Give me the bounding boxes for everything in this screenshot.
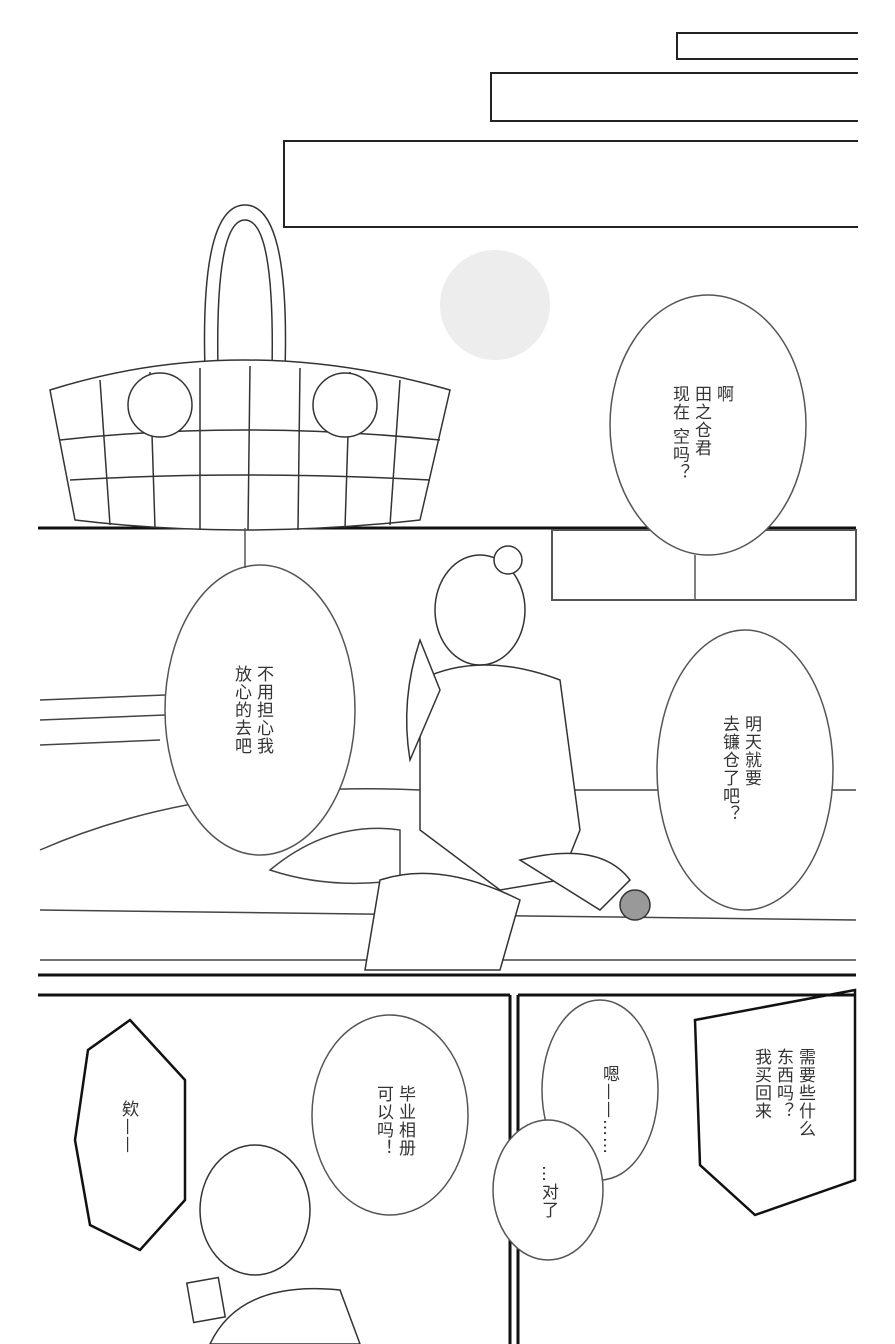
bubble-text-dont-worry: 不用担心我 放心的去吧: [231, 665, 273, 755]
shout-text-eh: 欸——: [118, 1100, 138, 1154]
caption-box-3: [283, 140, 858, 228]
bubble-text-hmm: 嗯——……: [599, 1065, 619, 1155]
bubble-text-greeting: 啊 田之仓君 现在 空吗？: [669, 385, 733, 482]
girl-on-phone-illustration: [364, 545, 651, 971]
basket-illustration: [49, 204, 451, 531]
caption-box-2: [490, 72, 858, 122]
girl-smiling-illustration: [185, 1144, 361, 1344]
speech-bubbles: [164, 294, 834, 1261]
shout-frames: [73, 988, 857, 1252]
bubble-text-yearbook: 毕业相册 可以吗！: [373, 1085, 415, 1157]
bubble-text-oh-right: …对了: [538, 1165, 558, 1219]
bubble-text-kamakura: 明天就要 去镰仓了吧？: [719, 715, 761, 823]
flower-texture: [440, 250, 550, 360]
caption-box-1: [676, 32, 858, 60]
shout-text-need-anything: 需要些什么 东西吗？ 我买回来: [751, 1048, 815, 1138]
